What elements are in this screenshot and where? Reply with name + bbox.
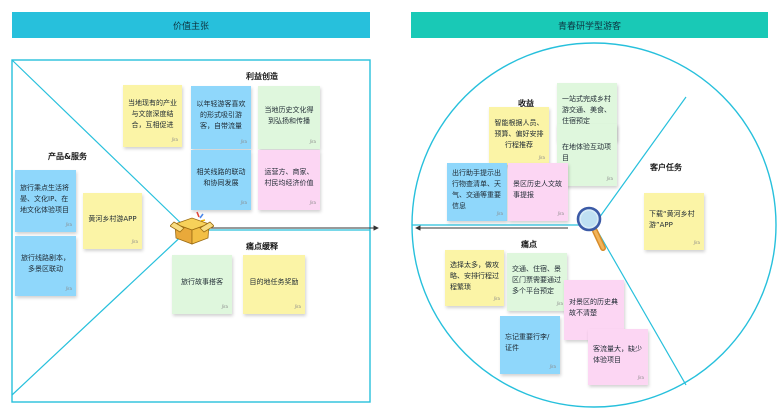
customer-divider-lower xyxy=(593,224,687,386)
gain-creators-label: 利益创造 xyxy=(246,72,278,81)
value-proposition-header: 价值主张 xyxy=(12,12,370,38)
value-map-square xyxy=(11,59,371,403)
customer-divider-upper xyxy=(593,96,687,226)
products-services-label: 产品&服务 xyxy=(48,152,87,161)
pains-label: 痛点 xyxy=(521,240,537,249)
customer-jobs-label: 客户任务 xyxy=(650,163,682,172)
gift-box-icon xyxy=(170,211,214,245)
customer-profile-header: 青春研学型游客 xyxy=(411,12,768,38)
gains-label: 收益 xyxy=(518,99,534,108)
customer-profile-title: 青春研学型游客 xyxy=(557,21,621,32)
pain-relievers-label: 痛点缓释 xyxy=(246,242,278,251)
value-map-diagonal-top xyxy=(11,59,189,231)
magnifier-icon xyxy=(576,206,606,251)
value-proposition-title: 价值主张 xyxy=(172,21,209,32)
value-map-diagonal-bottom xyxy=(11,229,189,396)
